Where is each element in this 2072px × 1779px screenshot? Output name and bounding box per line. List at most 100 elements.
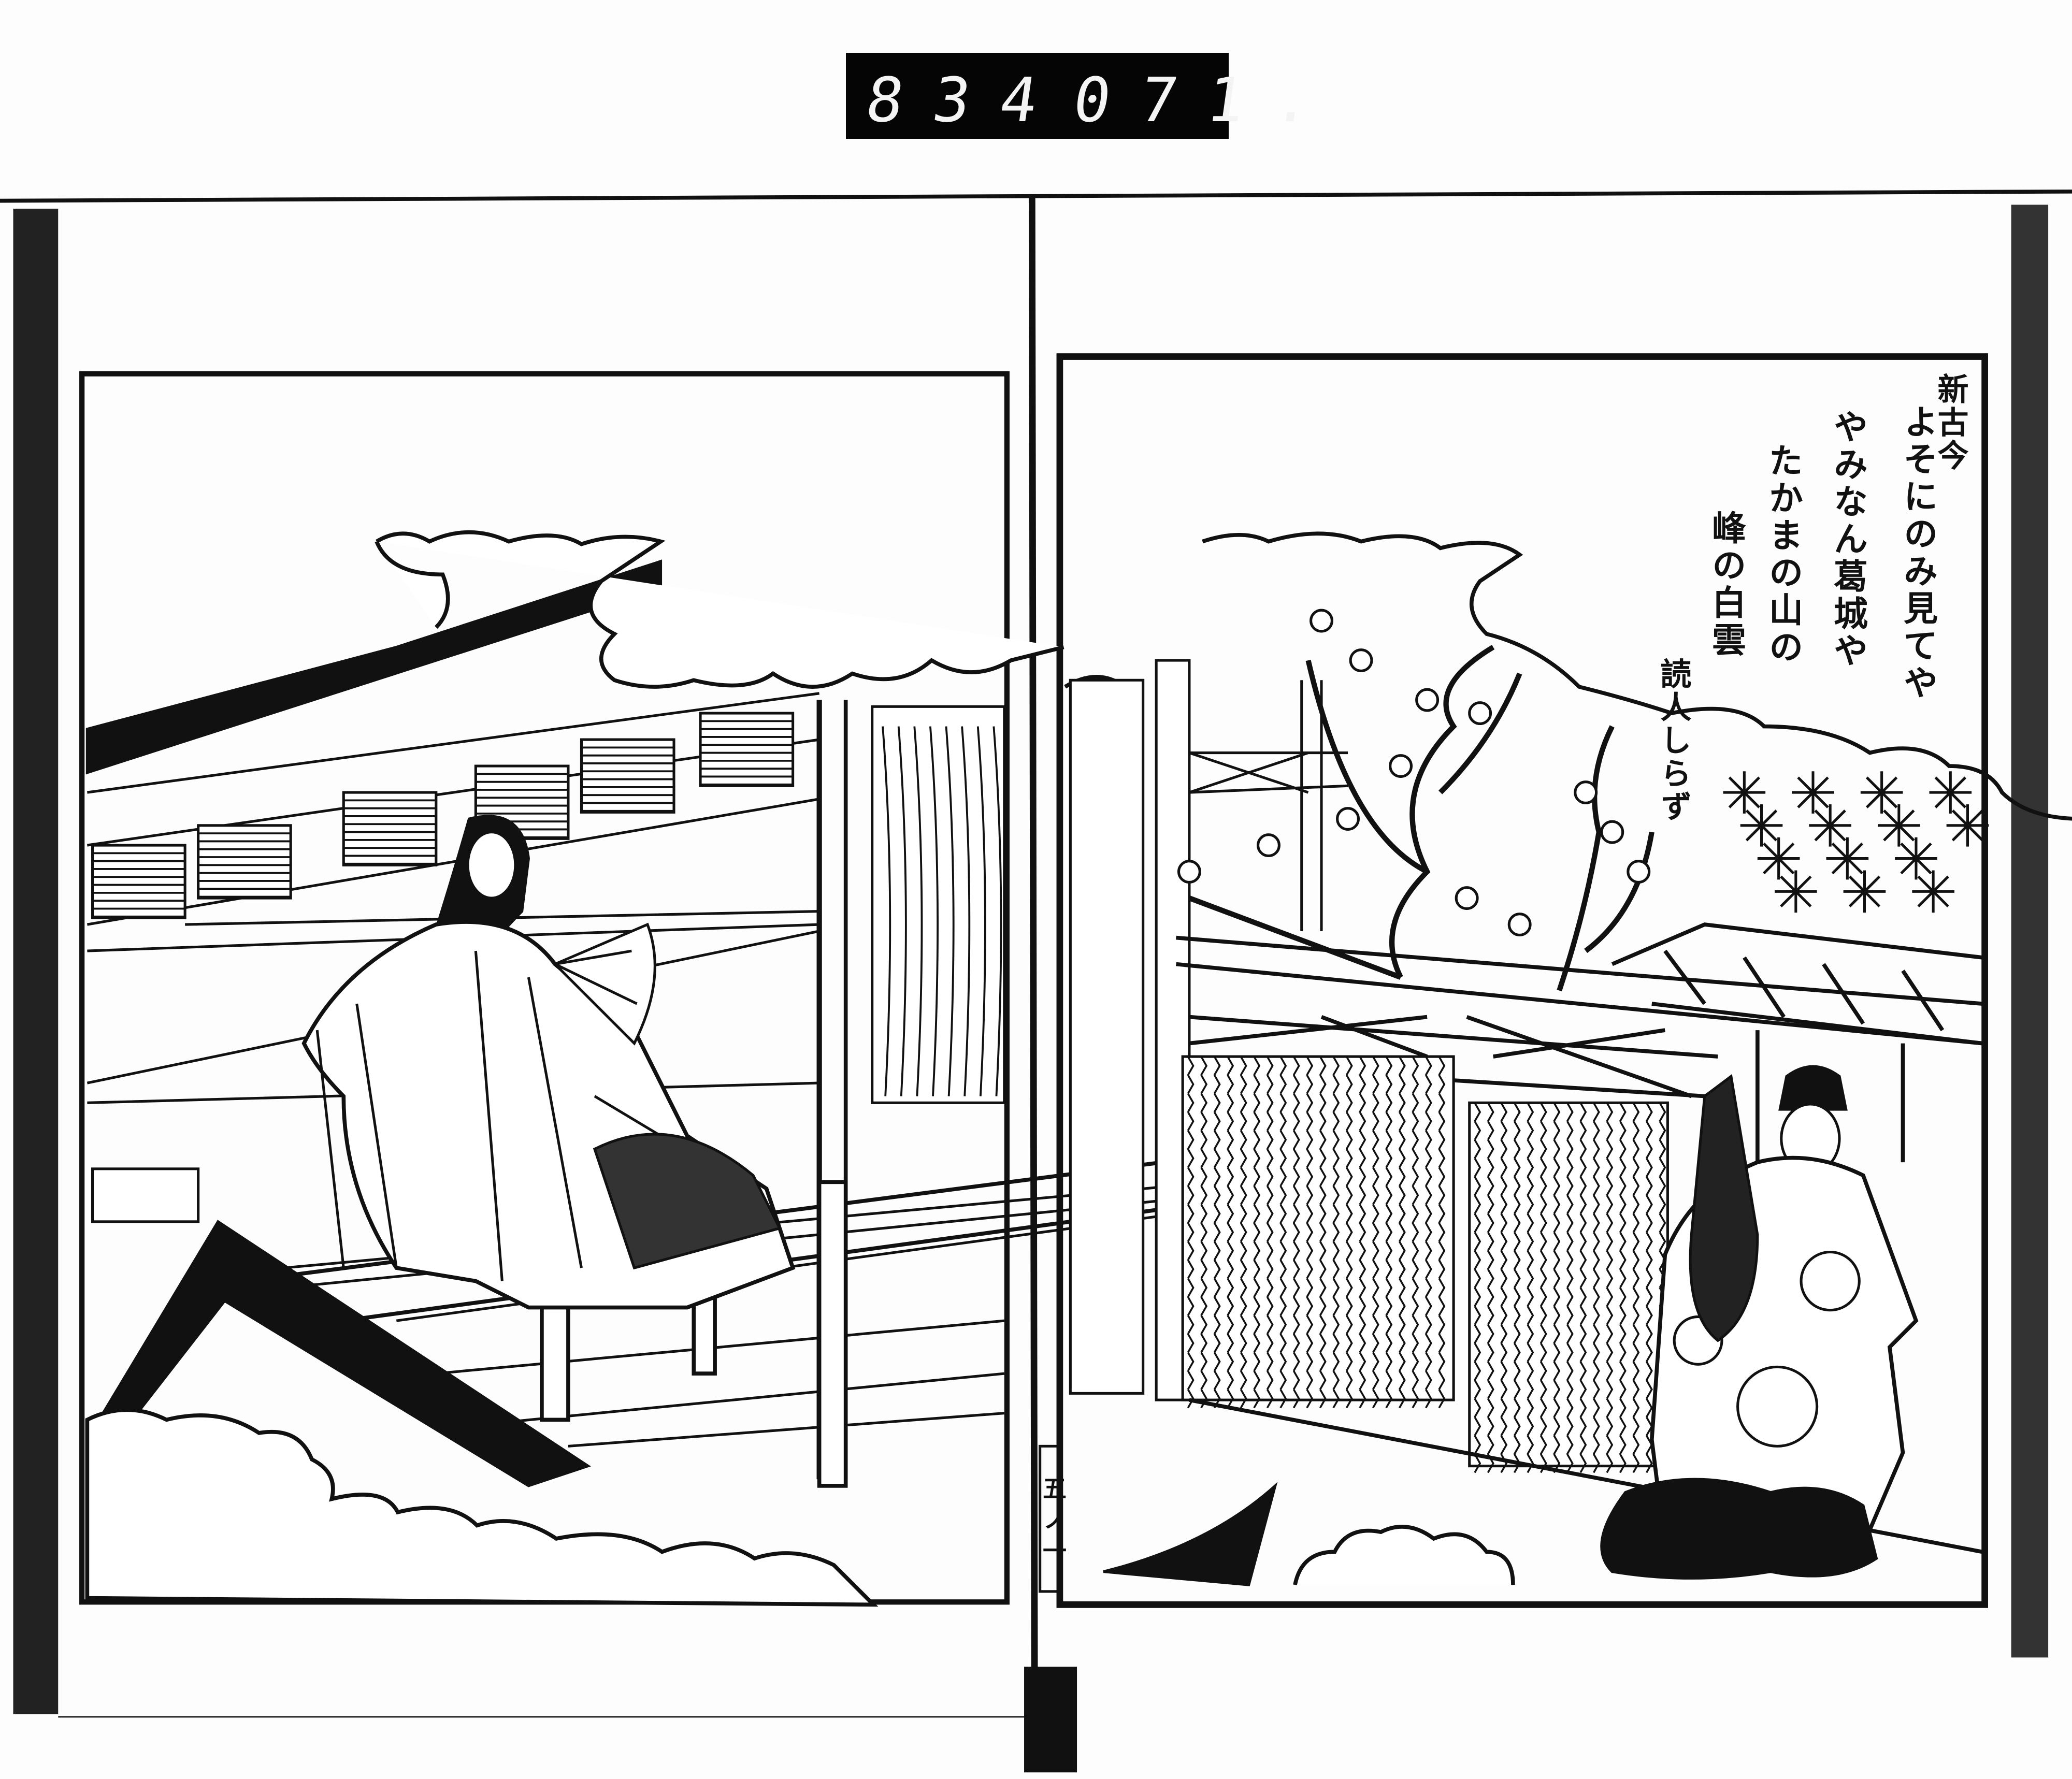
- blind-hatch: [1319, 1352, 1327, 1371]
- pine-needle: [1915, 842, 1932, 860]
- blind-hatch: [1332, 1056, 1340, 1076]
- blind-hatch: [1619, 1324, 1627, 1344]
- blind-hatch: [1227, 1111, 1234, 1131]
- blind-hatch: [1319, 1130, 1327, 1150]
- blind-hatch: [1500, 1139, 1508, 1159]
- pine-needle: [1880, 791, 1898, 808]
- blind-hatch: [1425, 1093, 1432, 1113]
- blind-hatch: [1372, 1296, 1379, 1316]
- bottom-left-cloud: [85, 1408, 879, 1607]
- blind-hatch: [1527, 1306, 1534, 1325]
- pine-needle: [1915, 857, 1932, 875]
- blind-hatch: [1187, 1259, 1195, 1279]
- blind-hatch: [1527, 1416, 1534, 1436]
- blind-hatch: [1606, 1379, 1614, 1399]
- blind-hatch: [1398, 1389, 1406, 1409]
- blind-hatch: [1619, 1287, 1627, 1307]
- blind-hatch: [1306, 1074, 1314, 1094]
- blind-hatch: [1487, 1342, 1494, 1363]
- blind-hatch: [1359, 1111, 1366, 1131]
- blind-hatch: [1279, 1278, 1287, 1298]
- blind-hatch: [1200, 1167, 1208, 1187]
- blind-hatch: [1592, 1361, 1600, 1381]
- blind-hatch: [1200, 1074, 1208, 1094]
- blind-hatch: [1359, 1315, 1366, 1335]
- plum-blossom: [1336, 807, 1360, 831]
- blind-hatch: [1632, 1176, 1640, 1196]
- plum-branch: [1557, 725, 1615, 992]
- blind-hatch: [1200, 1278, 1208, 1298]
- blind-hatch: [1579, 1306, 1587, 1325]
- blind-hatch: [1279, 1130, 1287, 1150]
- blind-hatch: [1359, 1333, 1366, 1353]
- pine-needle: [1951, 809, 1969, 827]
- blind-hatch: [1240, 1167, 1247, 1187]
- blind-hatch: [1425, 1370, 1432, 1390]
- blind-hatch: [1579, 1213, 1587, 1233]
- pine-needle: [1865, 791, 1883, 808]
- poem-line-3: たかまの山の: [1763, 443, 1804, 667]
- blind-hatch: [1592, 1453, 1600, 1473]
- blind-hatch: [1632, 1268, 1640, 1289]
- pine-needle: [1760, 809, 1778, 827]
- pine-needle: [1900, 842, 1917, 860]
- blind-hatch: [1579, 1232, 1587, 1251]
- blind-hatch: [1606, 1268, 1614, 1289]
- blind-hatch: [1227, 1222, 1234, 1242]
- blind-hatch: [1632, 1232, 1640, 1251]
- eave-beam: [87, 692, 820, 952]
- blind-hatch: [1306, 1204, 1314, 1224]
- blind-hatch: [1240, 1111, 1247, 1131]
- blind-hatch: [1200, 1296, 1208, 1316]
- blind-hatch: [1632, 1361, 1640, 1381]
- blind-hatch: [1527, 1379, 1534, 1399]
- blind-hatch: [1438, 1167, 1446, 1187]
- blind-hatch: [1606, 1213, 1614, 1233]
- blind-hatch: [1474, 1324, 1481, 1344]
- pine-needle: [1763, 842, 1780, 860]
- pine-needle: [1745, 825, 1763, 842]
- page-number: 五ノ一: [1039, 1476, 1067, 1569]
- blind-hatch: [1398, 1296, 1406, 1316]
- blind-hatch: [1474, 1416, 1481, 1436]
- poem-line-2: やみなん葛城や: [1828, 409, 1868, 670]
- blind-hatch: [1592, 1139, 1600, 1159]
- blind-hatch: [1266, 1352, 1274, 1371]
- blind-hatch: [1385, 1333, 1393, 1353]
- blind-hatch: [1279, 1222, 1287, 1242]
- blind-hatch: [1527, 1453, 1534, 1473]
- blind-hatch: [1332, 1389, 1340, 1409]
- pine-needle: [1745, 809, 1763, 827]
- blind-hatch: [1646, 1287, 1653, 1307]
- plum-branch: [1389, 645, 1495, 979]
- blind-hatch: [1279, 1370, 1287, 1390]
- blind-hatch: [1306, 1259, 1314, 1279]
- blind-hatch: [1438, 1148, 1446, 1168]
- pine-needle: [1898, 825, 1915, 842]
- blind-hatch: [1345, 1370, 1353, 1390]
- blind-hatch: [1398, 1204, 1406, 1224]
- blind-hatch: [1619, 1398, 1627, 1418]
- blind-hatch: [1566, 1250, 1574, 1270]
- blind-hatch: [1213, 1056, 1221, 1076]
- blind-hatch: [1240, 1185, 1247, 1205]
- blind-hatch: [1412, 1222, 1419, 1242]
- blind-hatch: [1332, 1185, 1340, 1205]
- blind-hatch: [1438, 1370, 1446, 1390]
- window-frame: [1189, 680, 1348, 931]
- blind-hatch: [1253, 1204, 1261, 1224]
- blind-panel: [1181, 1055, 1455, 1401]
- blind-hatch: [1646, 1324, 1653, 1344]
- blind-hatch: [1266, 1056, 1274, 1076]
- pine-needle: [1932, 890, 1949, 907]
- blind-hatch: [1253, 1148, 1261, 1168]
- blind-hatch: [1474, 1102, 1481, 1122]
- blind-hatch: [1385, 1204, 1393, 1224]
- blind-hatch: [1372, 1333, 1379, 1353]
- blind-hatch: [1566, 1324, 1574, 1344]
- blind-hatch: [1306, 1370, 1314, 1390]
- blind-hatch: [1398, 1333, 1406, 1353]
- blind-hatch: [1619, 1361, 1627, 1381]
- blind-hatch: [1345, 1056, 1353, 1076]
- blind-hatch: [1240, 1333, 1247, 1353]
